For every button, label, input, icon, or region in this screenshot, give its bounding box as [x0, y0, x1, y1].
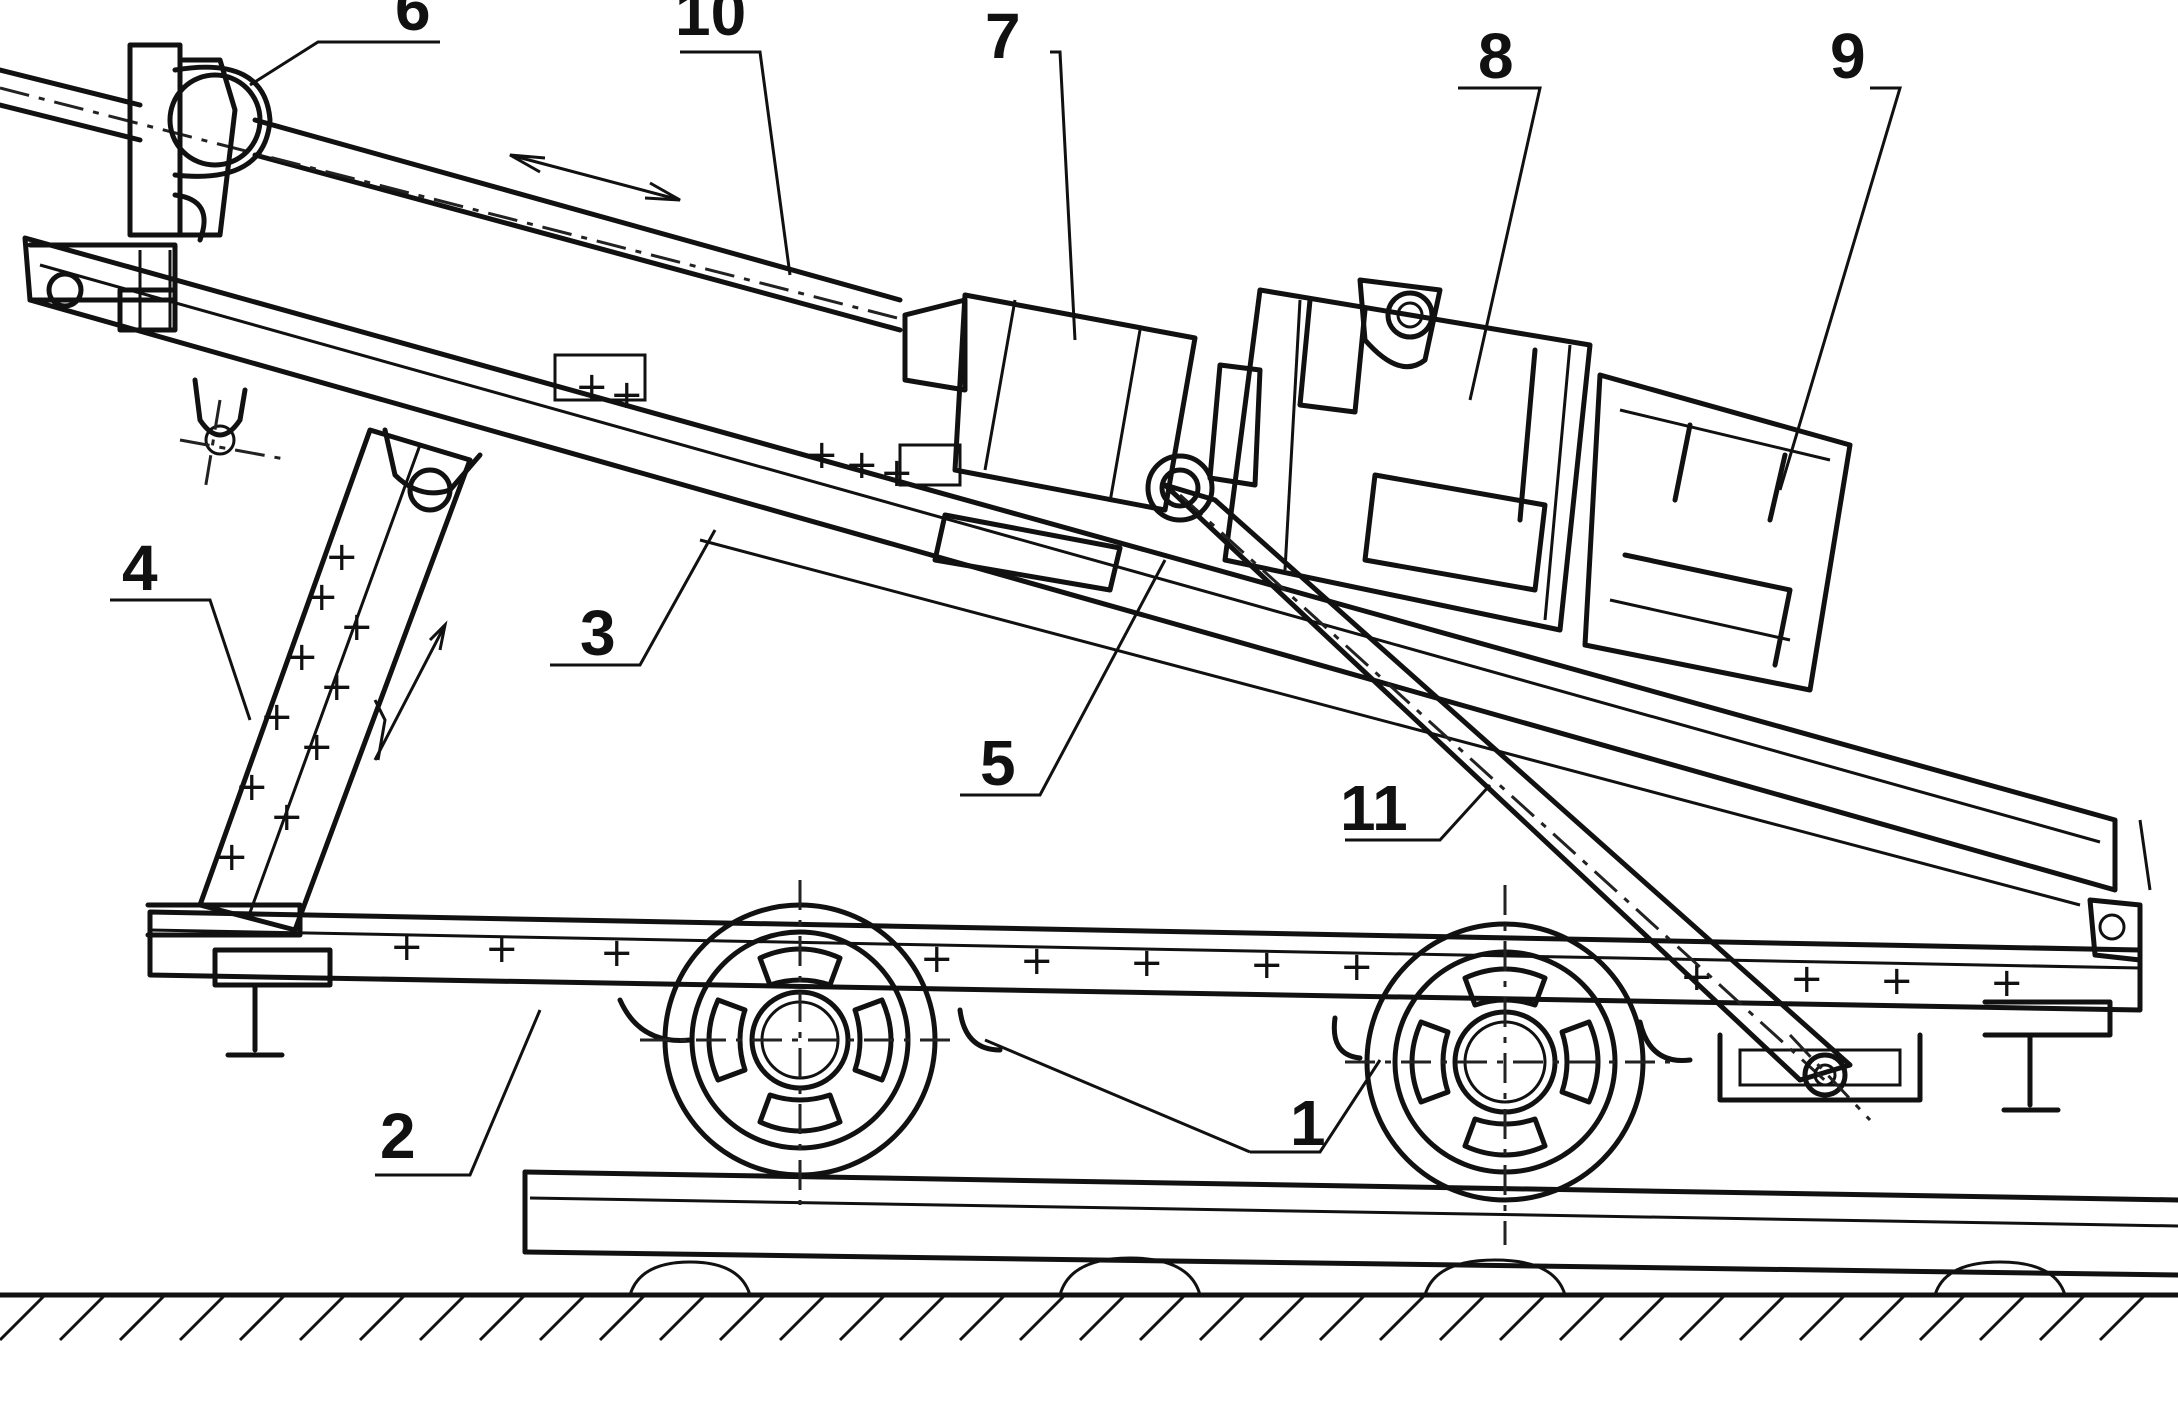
motor-unit: [1582, 372, 1853, 693]
wheel-front: [640, 880, 960, 1205]
label-4: 4: [122, 532, 158, 604]
rear-pivot: [2087, 819, 2152, 963]
svg-text:+: +: [235, 764, 269, 810]
svg-text:+: +: [340, 604, 374, 650]
label-9: 9: [1830, 20, 1866, 92]
svg-text:+: +: [260, 694, 294, 740]
label-8: 8: [1478, 20, 1514, 92]
label-1: 1: [1290, 1087, 1326, 1159]
svg-text:+: +: [320, 664, 354, 710]
svg-text:+: +: [1880, 958, 1914, 1004]
svg-text:+: +: [485, 926, 519, 972]
svg-text:+: +: [1340, 944, 1374, 990]
svg-text:+: +: [610, 372, 644, 418]
inclined-boom: + + + + +: [22, 235, 2118, 907]
svg-text:+: +: [285, 634, 319, 680]
label-6: 6: [395, 0, 431, 44]
label-10: 10: [675, 0, 746, 49]
label-7: 7: [985, 0, 1021, 72]
callout-labels: 1 2 3 4 5 6 7 8 9 10 11: [122, 0, 1866, 1172]
carriage-frame: + + + + + + + + + + + +: [147, 909, 2143, 1113]
svg-text:+: +: [390, 924, 424, 970]
label-3: 3: [580, 597, 616, 669]
svg-text:+: +: [1020, 938, 1054, 984]
svg-text:+: +: [215, 834, 249, 880]
pivot-and-brace: [1145, 453, 1872, 1122]
svg-text:+: +: [880, 450, 914, 496]
support-strut: + + + + + + + + + +: [145, 427, 483, 938]
svg-text:+: +: [575, 364, 609, 410]
svg-text:+: +: [300, 724, 334, 770]
label-11: 11: [1340, 772, 1408, 844]
svg-text:+: +: [845, 442, 879, 488]
label-5: 5: [980, 727, 1016, 799]
svg-text:+: +: [270, 794, 304, 840]
svg-text:+: +: [305, 574, 339, 620]
leader-lines: [110, 40, 1903, 1177]
drill-rod: [0, 67, 906, 333]
label-2: 2: [380, 1100, 416, 1172]
rail: [522, 1169, 2178, 1278]
svg-text:+: +: [325, 534, 359, 580]
wheel-rear: [1345, 885, 1670, 1245]
svg-text:+: +: [1130, 940, 1164, 986]
ground: [0, 1292, 2178, 1342]
front-clamp: [117, 42, 273, 333]
svg-text:+: +: [805, 432, 839, 478]
svg-text:+: +: [920, 936, 954, 982]
svg-text:+: +: [1990, 960, 2024, 1006]
svg-text:+: +: [1250, 942, 1284, 988]
drive-unit: [1207, 277, 1593, 633]
svg-text:+: +: [1790, 956, 1824, 1002]
rotator-unit: [902, 292, 1198, 593]
svg-text:+: +: [600, 930, 634, 976]
